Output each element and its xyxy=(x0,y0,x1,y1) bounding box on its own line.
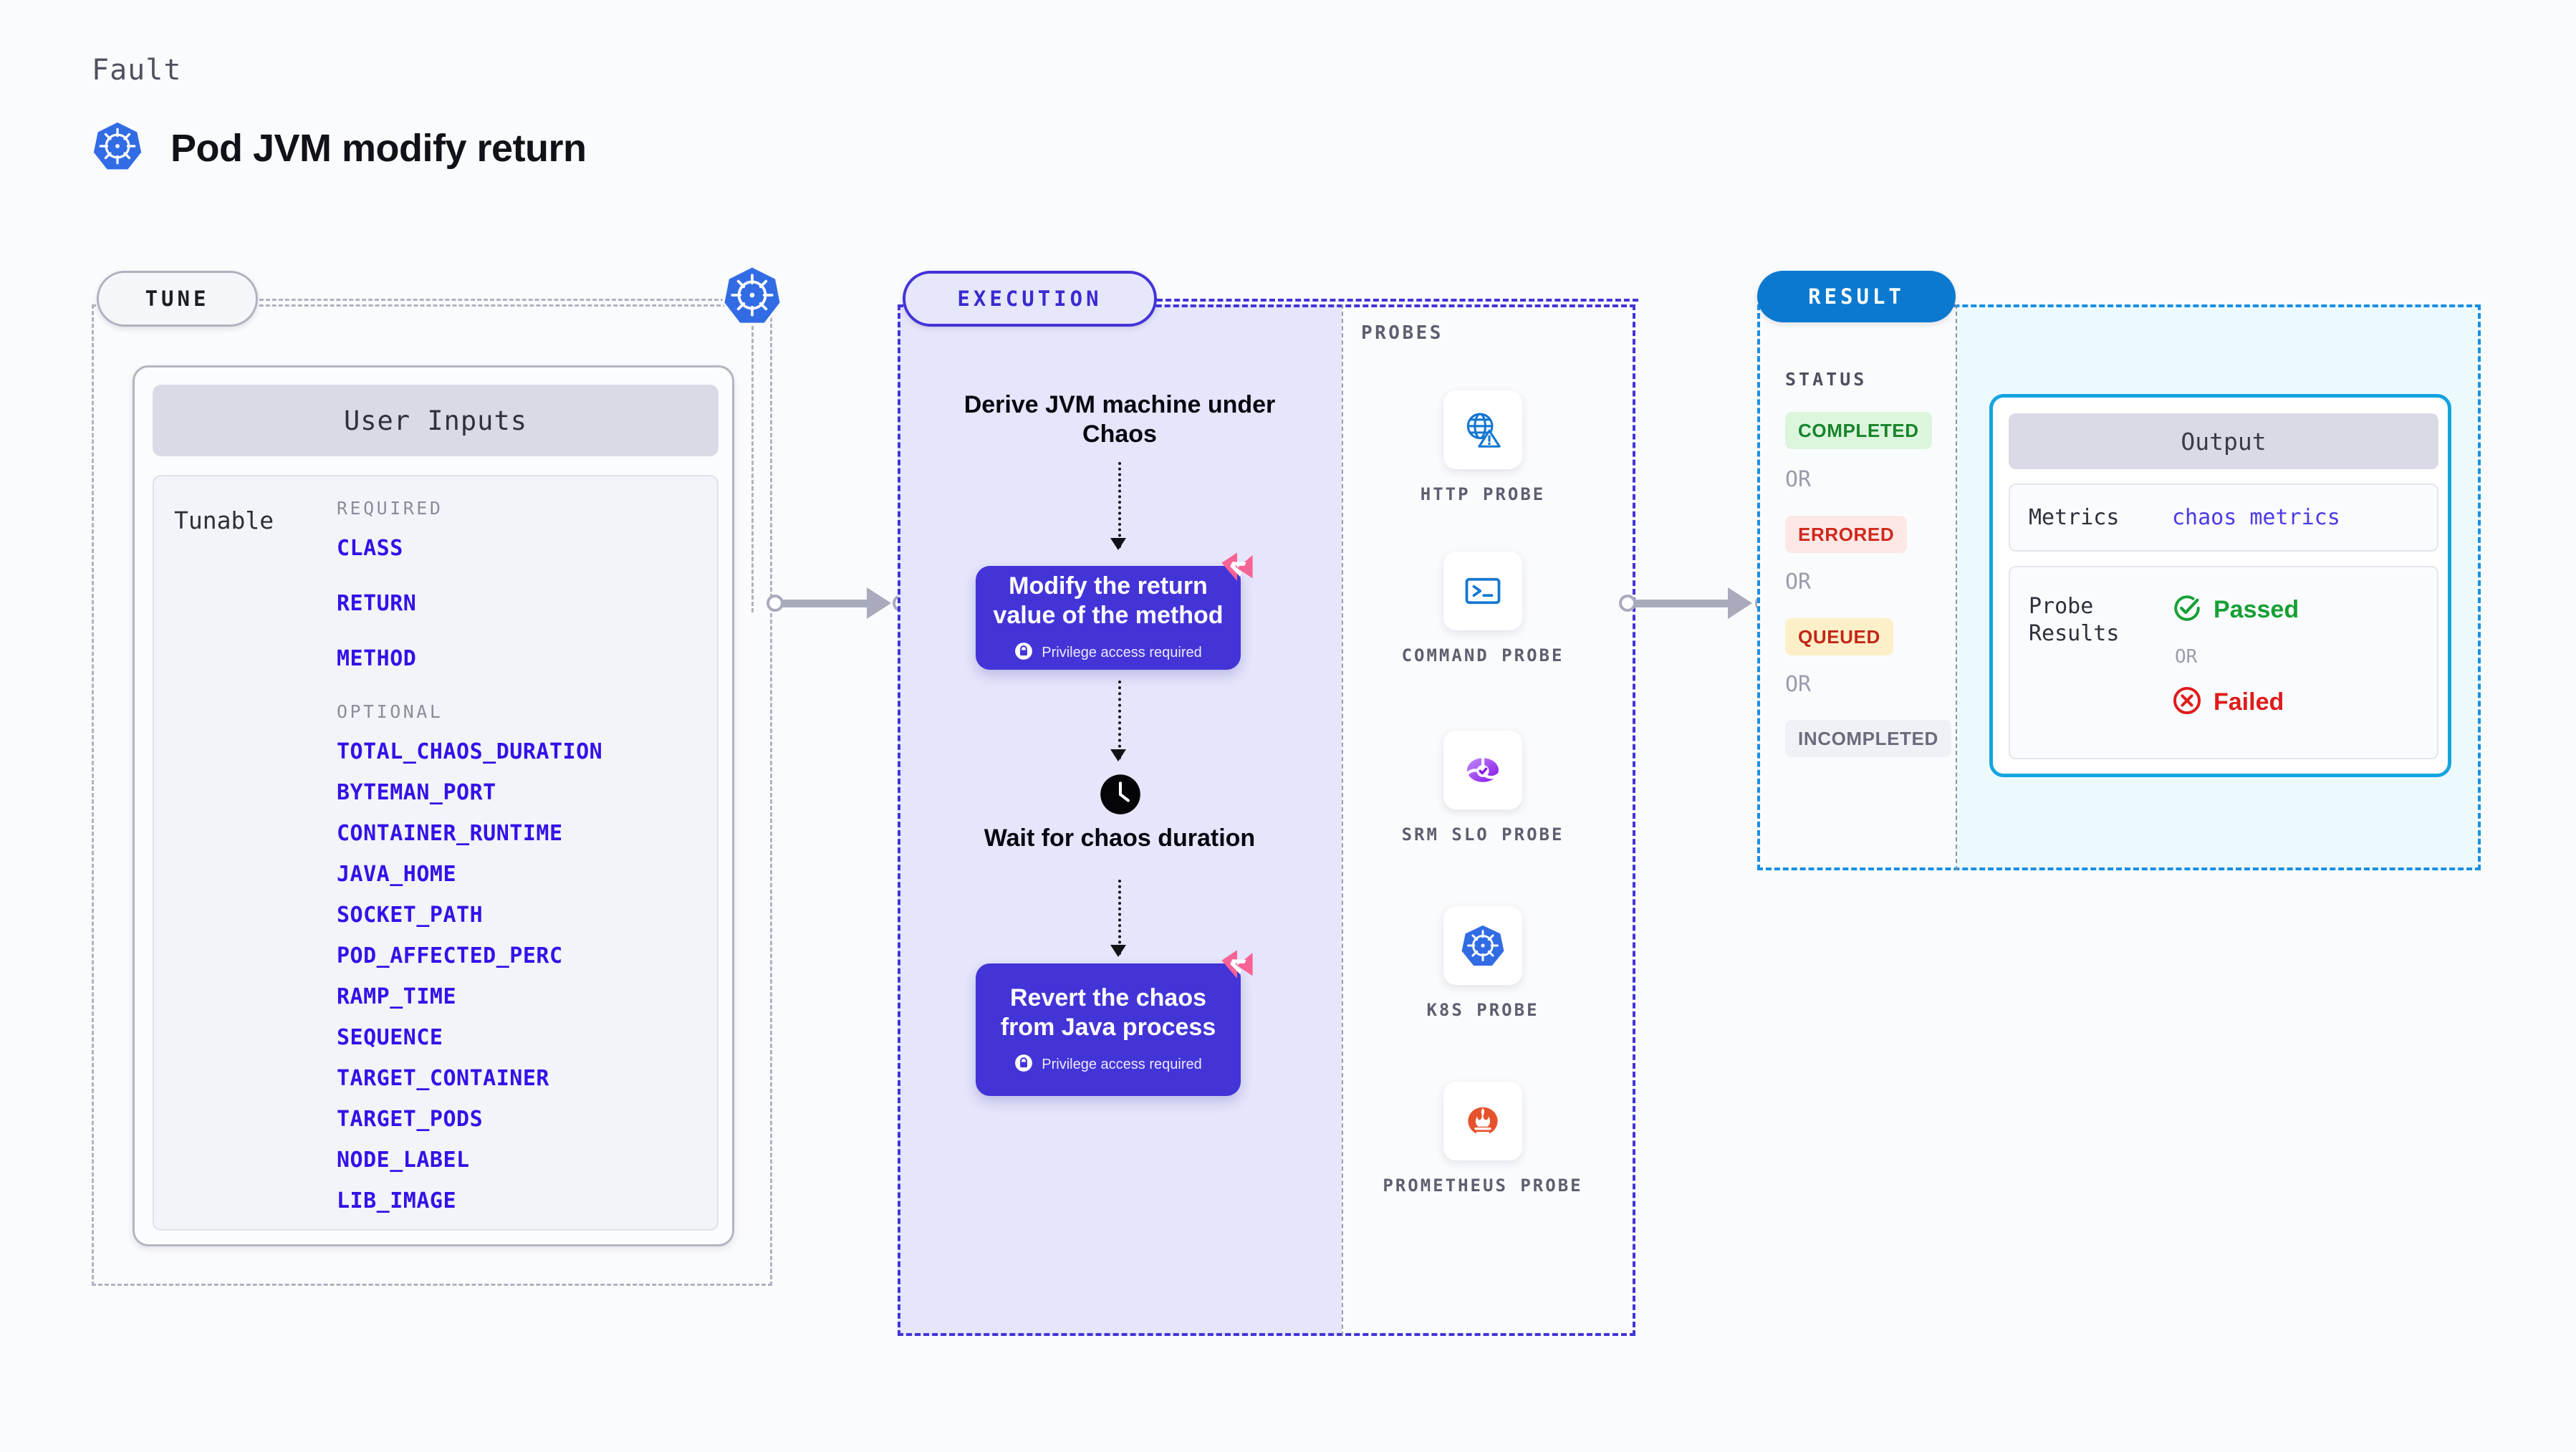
modify-return-action-card[interactable]: Modify the return value of the method Pr… xyxy=(976,552,1253,670)
status-badge-errored: ERRORED xyxy=(1785,516,1908,553)
page-title: Pod JVM modify return xyxy=(170,126,587,170)
metrics-row: Metrics chaos metrics xyxy=(2009,484,2438,552)
user-inputs-card: User Inputs Tunable REQUIRED CLASS RETUR… xyxy=(133,365,734,1246)
terminal-icon xyxy=(1443,552,1522,630)
output-title: Output xyxy=(2009,413,2438,469)
revert-action-title: Revert the chaos from Java process xyxy=(1000,984,1216,1041)
probe-failed-text: Failed xyxy=(2214,688,2284,716)
status-badge-incompleted: INCOMPLETED xyxy=(1785,720,1951,757)
probe-verdict-failed: Failed xyxy=(2172,686,2284,719)
result-inner-divider xyxy=(1956,304,1957,870)
status-or-3: OR xyxy=(1785,672,1812,697)
status-or-1: OR xyxy=(1785,467,1812,492)
harness-logo-icon xyxy=(1218,946,1256,989)
param-target-pods[interactable]: TARGET_PODS xyxy=(337,1107,484,1132)
revert-privilege-row: Privilege access required xyxy=(1014,1054,1202,1076)
param-ramp-time[interactable]: RAMP_TIME xyxy=(337,984,457,1009)
optional-params-group: OPTIONAL TOTAL_CHAOS_DURATION BYTEMAN_PO… xyxy=(337,701,709,1213)
tune-stage-pill[interactable]: TUNE xyxy=(97,271,258,327)
param-socket-path[interactable]: SOCKET_PATH xyxy=(337,903,484,928)
param-lib-image[interactable]: LIB_IMAGE xyxy=(337,1188,457,1213)
tune-region xyxy=(92,304,772,1286)
result-status-panel-fill xyxy=(1757,304,1956,870)
prometheus-icon xyxy=(1443,1082,1522,1160)
param-container-runtime[interactable]: CONTAINER_RUNTIME xyxy=(337,821,563,846)
kubernetes-icon xyxy=(1443,906,1522,985)
probe-srm-slo-label: SRM SLO PROBE xyxy=(1401,824,1565,845)
param-pod-affected-perc[interactable]: POD_AFFECTED_PERC xyxy=(337,943,563,968)
revert-chaos-action-card[interactable]: Revert the chaos from Java process Privi… xyxy=(976,950,1253,1096)
probe-k8s-label: K8S PROBE xyxy=(1426,1000,1539,1020)
modify-privilege-text: Privilege access required xyxy=(1042,644,1202,660)
probe-results-row: Probe Results Passed OR Failed xyxy=(2009,566,2438,759)
modify-action-title: Modify the return value of the method xyxy=(993,572,1224,629)
param-total-chaos-duration[interactable]: TOTAL_CHAOS_DURATION xyxy=(337,739,603,764)
probes-section-label: PROBES xyxy=(1361,322,1443,344)
param-sequence[interactable]: SEQUENCE xyxy=(337,1025,443,1050)
param-target-container[interactable]: TARGET_CONTAINER xyxy=(337,1066,549,1091)
globe-warning-icon xyxy=(1443,390,1522,469)
srm-slo-icon xyxy=(1443,731,1522,809)
probe-command-label: COMMAND PROBE xyxy=(1401,645,1565,665)
probe-prometheus[interactable]: PROMETHEUS PROBE xyxy=(1383,1082,1583,1197)
probe-command[interactable]: COMMAND PROBE xyxy=(1383,552,1583,667)
result-region xyxy=(1757,304,2481,870)
kubernetes-icon xyxy=(92,120,143,176)
probe-http[interactable]: HTTP PROBE xyxy=(1383,390,1583,506)
probes-divider xyxy=(1342,304,1343,1336)
param-java-home[interactable]: JAVA_HOME xyxy=(337,862,457,887)
harness-logo-icon xyxy=(1218,549,1256,591)
kubernetes-icon xyxy=(721,264,783,325)
revert-privilege-text: Privilege access required xyxy=(1042,1056,1202,1072)
tunable-params-body: Tunable REQUIRED CLASS RETURN METHOD OPT… xyxy=(153,475,719,1231)
tune-to-execution-arrow xyxy=(766,587,910,619)
output-card: Output Metrics chaos metrics Probe Resul… xyxy=(1989,394,2451,777)
probe-results-key: Probe Results xyxy=(2029,594,2120,646)
tune-badge-connector xyxy=(259,299,725,301)
required-params-group: REQUIRED CLASS RETURN METHOD xyxy=(337,498,709,671)
wait-step-text: Wait for chaos duration xyxy=(984,824,1256,852)
x-circle-icon xyxy=(2172,686,2202,719)
probe-results-or: OR xyxy=(2175,646,2198,668)
user-inputs-title: User Inputs xyxy=(153,385,719,456)
probe-http-label: HTTP PROBE xyxy=(1420,484,1546,504)
param-method[interactable]: METHOD xyxy=(337,646,417,671)
probe-passed-text: Passed xyxy=(2214,596,2299,623)
required-group-label: REQUIRED xyxy=(337,498,443,519)
tunable-row-label: Tunable xyxy=(174,506,274,534)
status-badge-completed: COMPLETED xyxy=(1785,412,1932,449)
probe-k8s[interactable]: K8S PROBE xyxy=(1383,906,1583,1021)
fault-title-row: Pod JVM modify return xyxy=(92,120,587,176)
optional-group-label: OPTIONAL xyxy=(337,701,443,722)
metrics-key: Metrics xyxy=(2029,504,2120,530)
param-node-label[interactable]: NODE_LABEL xyxy=(337,1148,470,1173)
status-or-2: OR xyxy=(1785,569,1812,595)
tune-badge-drop-line xyxy=(751,326,754,612)
execution-to-result-arrow xyxy=(1619,587,1774,619)
status-section-label: STATUS xyxy=(1785,369,1868,390)
execution-region xyxy=(898,304,1635,1336)
modify-privilege-row: Privilege access required xyxy=(1014,642,1202,664)
status-badge-queued: QUEUED xyxy=(1785,618,1893,655)
fault-eyebrow-label: Fault xyxy=(92,54,182,87)
execution-stage-pill[interactable]: EXECUTION xyxy=(903,271,1157,327)
check-circle-icon xyxy=(2172,593,2202,627)
lock-icon xyxy=(1014,642,1033,664)
metrics-value-link[interactable]: chaos metrics xyxy=(2172,505,2340,530)
clock-icon xyxy=(1100,774,1141,815)
probe-prometheus-label: PROMETHEUS PROBE xyxy=(1383,1175,1583,1196)
param-return[interactable]: RETURN xyxy=(337,591,417,616)
probe-verdict-passed: Passed xyxy=(2172,593,2299,627)
derive-step-text: Derive JVM machine under Chaos xyxy=(963,391,1276,448)
execution-pill-connector xyxy=(1157,299,1638,302)
result-stage-pill[interactable]: RESULT xyxy=(1757,271,1956,322)
lock-icon xyxy=(1014,1054,1033,1076)
param-class[interactable]: CLASS xyxy=(337,536,403,561)
probe-srm-slo[interactable]: SRM SLO PROBE xyxy=(1383,731,1583,846)
param-byteman-port[interactable]: BYTEMAN_PORT xyxy=(337,780,496,805)
